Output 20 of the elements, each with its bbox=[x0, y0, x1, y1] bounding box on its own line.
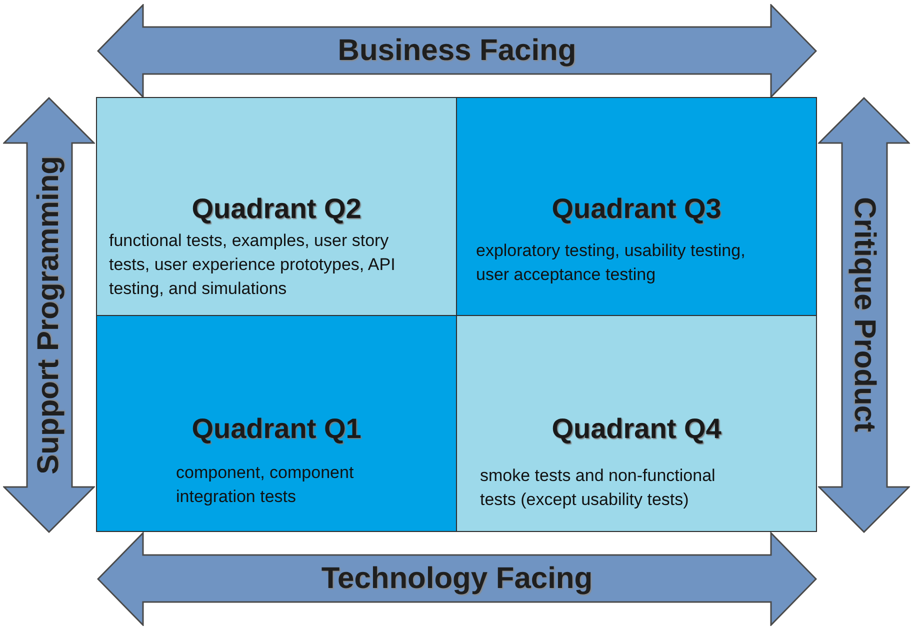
arrow-label: Technology Facing bbox=[321, 564, 593, 594]
quadrant-description: component, component integration tests bbox=[176, 462, 355, 508]
quadrant-panel bbox=[456, 97, 817, 316]
quadrant-panel bbox=[96, 315, 457, 532]
quadrant-panel bbox=[456, 315, 817, 532]
quadrant-description: exploratory testing, usability testing, user acceptance testing bbox=[476, 240, 746, 286]
quadrant-panel bbox=[96, 97, 457, 316]
quadrant-heading: Quadrant Q2 bbox=[192, 193, 362, 225]
double-headed-arrow bbox=[97, 532, 817, 626]
arrow-label: Support Programming bbox=[34, 156, 64, 474]
quadrant-description: functional tests, examples, user story tests, user experience prototypes, API testing, and simulations bbox=[109, 230, 396, 300]
arrow-label: Business Facing bbox=[338, 36, 576, 66]
quadrant-heading: Quadrant Q3 bbox=[552, 193, 722, 225]
quadrant-description: smoke tests and non-functional tests (except usability tests) bbox=[480, 465, 716, 511]
arrow-label: Critique Product bbox=[849, 197, 879, 432]
double-headed-arrow bbox=[97, 4, 817, 98]
double-headed-arrow bbox=[818, 97, 910, 533]
quadrant-heading: Quadrant Q4 bbox=[552, 413, 722, 445]
quadrant-heading: Quadrant Q1 bbox=[192, 413, 362, 445]
double-headed-arrow bbox=[3, 97, 95, 533]
